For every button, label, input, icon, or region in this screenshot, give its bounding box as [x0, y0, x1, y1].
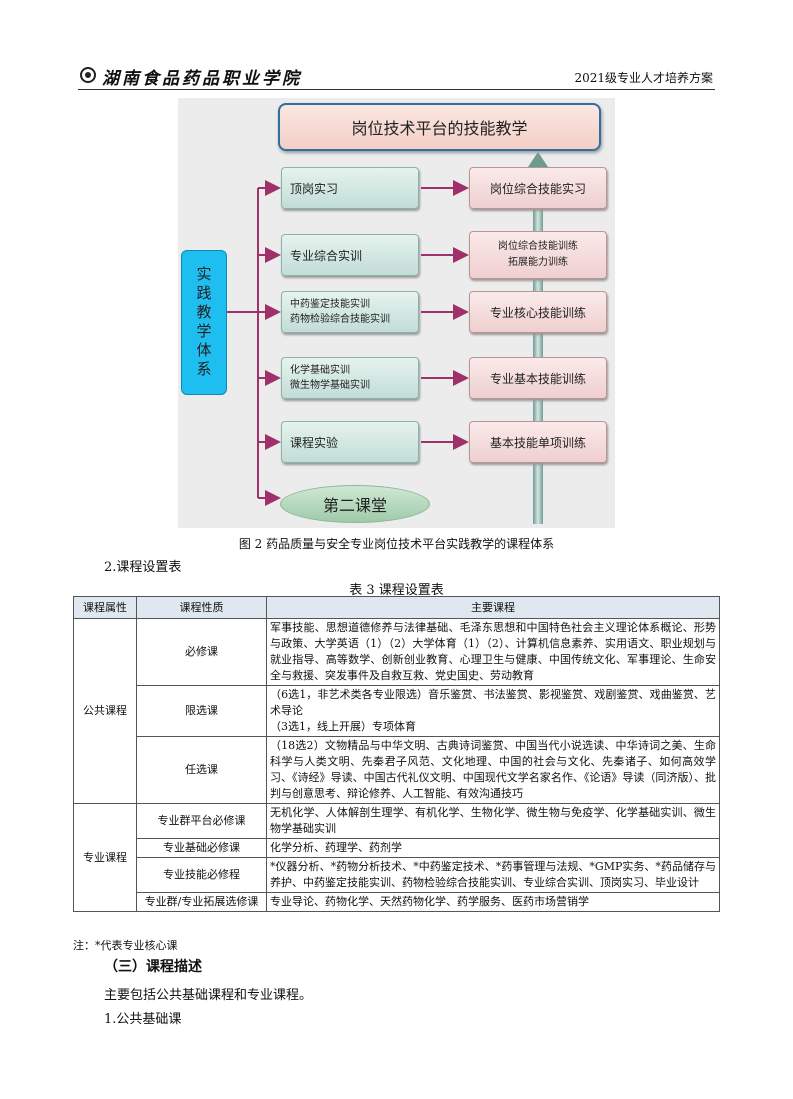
main-courses-cell: 无机化学、人体解剖生理学、有机化学、生物化学、微生物与免疫学、化学基础实训、微生… [266, 803, 720, 839]
right-box-label: 基本技能单项训练 [489, 435, 586, 450]
course-nature-cell: 必修课 [136, 618, 267, 686]
table-row: 专业群/专业拓展选修课 专业导论、药物化学、天然药物化学、药学服务、医药市场营销… [74, 892, 720, 912]
section-label: 2.课程设置表 [104, 560, 182, 575]
left-box-label: 课程实验 [290, 435, 339, 450]
main-courses-cell: 专业导论、药物化学、天然药物化学、药学服务、医药市场营销学 [266, 892, 720, 912]
diagram-top-title: 岗位技术平台的技能教学 [278, 103, 601, 151]
course-table: 课程属性 课程性质 主要课程 公共课程 必修课 军事技能、思想道德修养与法律基础… [73, 596, 720, 912]
main-courses-cell: （18选2）文物精品与中华文明、古典诗词鉴赏、中国当代小说选读、中华诗词之美、生… [266, 736, 720, 804]
progression-arrow-head [526, 152, 550, 170]
right-box-post-training: 岗位综合技能训练 拓展能力训练 [469, 231, 607, 279]
right-box-post-internship: 岗位综合技能实习 [469, 167, 607, 209]
practice-system-box: 实践教学体系 [181, 250, 227, 395]
course-attribute-cell: 公共课程 [73, 618, 137, 804]
diagram-connectors [227, 152, 550, 524]
course-nature-cell: 专业基础必修课 [136, 838, 267, 858]
table-row: 专业基础必修课 化学分析、药理学、药剂学 [74, 838, 720, 858]
right-box-label: 专业基本技能训练 [489, 371, 586, 386]
figure-caption: 图 2 药品质量与安全专业岗位技术平台实践教学的课程体系 [238, 537, 555, 551]
table-row: 专业课程 专业群平台必修课 无机化学、人体解剖生理学、有机化学、生物化学、微生物… [73, 803, 720, 912]
left-box-comprehensive-training: 专业综合实训 [281, 234, 419, 276]
section-heading: （三）课程描述 [104, 959, 202, 975]
header-cell: 课程属性 [73, 596, 137, 619]
course-nature-cell: 任选课 [136, 736, 267, 804]
practice-teaching-diagram: 岗位技术平台的技能教学 实践教学体系 顶岗实习 专业综合实训 中药鉴定技能实训 … [178, 98, 615, 528]
course-line: （3选1，线上开展）专项体育 [270, 720, 416, 733]
course-nature-cell: 专业群/专业拓展选修课 [136, 892, 267, 912]
body-paragraph: 主要包括公共基础课程和专业课程。 [104, 988, 313, 1003]
document-title: 2021级专业人才培养方案 [574, 71, 713, 85]
table-header-row: 课程属性 课程性质 主要课程 [73, 596, 720, 619]
right-box-label: 专业核心技能训练 [489, 305, 586, 320]
left-box-basic-training: 化学基础实训 微生物学基础实训 [281, 357, 419, 399]
course-nature-cell: 限选课 [136, 685, 267, 737]
table-row: 任选课 （18选2）文物精品与中华文明、古典诗词鉴赏、中国当代小说选读、中华诗词… [74, 736, 720, 804]
main-courses-cell: （6选1，非艺术类各专业限选）音乐鉴赏、书法鉴赏、影视鉴赏、戏剧鉴赏、戏曲鉴赏、… [266, 685, 720, 737]
left-box-label: 中药鉴定技能实训 [290, 299, 370, 310]
course-nature-cell: 专业群平台必修课 [136, 803, 267, 839]
course-nature-cell: 专业技能必修程 [136, 857, 267, 893]
header-cell: 主要课程 [266, 596, 720, 619]
sub-heading: 1.公共基础课 [104, 1012, 182, 1027]
course-line: （6选1，非艺术类各专业限选）音乐鉴赏、书法鉴赏、影视鉴赏、戏剧鉴赏、戏曲鉴赏、… [270, 688, 716, 717]
main-courses-cell: 化学分析、药理学、药剂学 [266, 838, 720, 858]
table-caption: 表 3 课程设置表 [349, 583, 444, 598]
left-box-label: 化学基础实训 [290, 365, 350, 376]
table-row: 专业技能必修程 *仪器分析、*药物分析技术、*中药鉴定技术、*药事管理与法规、*… [74, 857, 720, 893]
main-courses-cell: *仪器分析、*药物分析技术、*中药鉴定技术、*药事管理与法规、*GMP实务、*药… [266, 857, 720, 893]
left-box-internship: 顶岗实习 [281, 167, 419, 209]
right-box-basic-skills: 专业基本技能训练 [469, 357, 607, 399]
course-attribute-cell: 专业课程 [73, 803, 137, 912]
second-classroom-oval: 第二课堂 [280, 485, 430, 523]
school-name: 湖南食品药品职业学院 [102, 69, 302, 89]
right-box-core-skills: 专业核心技能训练 [469, 291, 607, 333]
table-row: 限选课 （6选1，非艺术类各专业限选）音乐鉴赏、书法鉴赏、影视鉴赏、戏剧鉴赏、戏… [74, 685, 720, 737]
left-box-label: 专业综合实训 [290, 248, 363, 263]
left-box-identification-training: 中药鉴定技能实训 药物检验综合技能实训 [281, 291, 419, 333]
left-box-label: 微生物学基础实训 [290, 380, 370, 391]
school-logo-icon [80, 67, 96, 83]
header-divider [78, 89, 715, 90]
practice-system-label: 实践教学体系 [194, 265, 213, 380]
left-box-course-experiment: 课程实验 [281, 421, 419, 463]
right-box-label: 岗位综合技能训练 [498, 241, 578, 252]
header-cell: 课程性质 [136, 596, 267, 619]
progression-arrow-shaft [533, 168, 543, 524]
right-box-label: 拓展能力训练 [508, 257, 568, 268]
right-box-single-skills: 基本技能单项训练 [469, 421, 607, 463]
left-box-label: 药物检验综合技能实训 [290, 314, 390, 325]
table-row: 公共课程 必修课 军事技能、思想道德修养与法律基础、毛泽东思想和中国特色社会主义… [73, 618, 720, 804]
table-note: 注：*代表专业核心课 [73, 939, 178, 952]
left-box-label: 顶岗实习 [290, 181, 339, 196]
main-courses-cell: 军事技能、思想道德修养与法律基础、毛泽东思想和中国特色社会主义理论体系概论、形势… [266, 618, 720, 686]
right-box-label: 岗位综合技能实习 [489, 181, 586, 196]
